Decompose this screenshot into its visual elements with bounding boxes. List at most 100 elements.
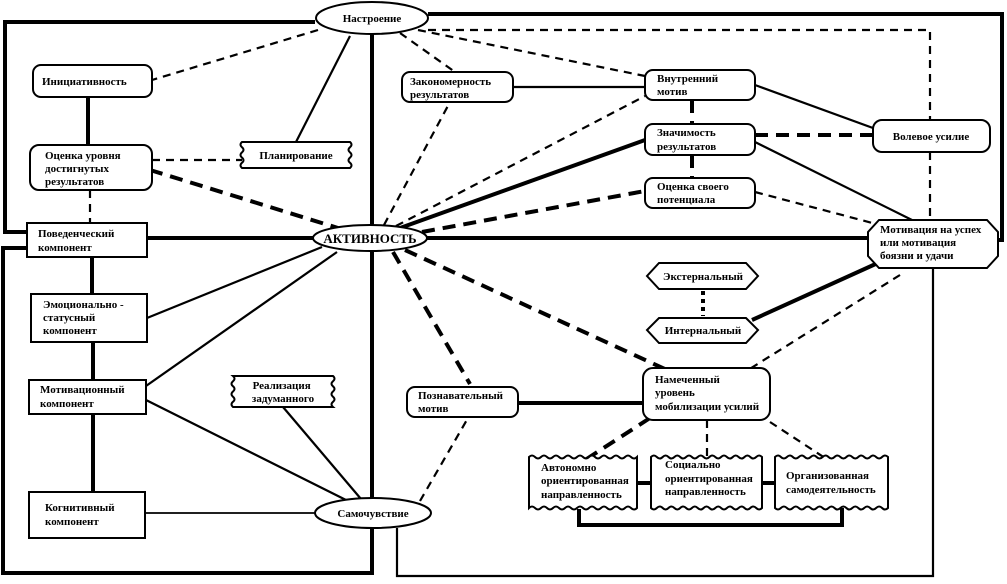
edge-emotsionalno-aktivnost (146, 245, 323, 320)
edge-aktivnost-zakonomernost (383, 101, 451, 226)
edge-motivatsiya-internalny (751, 260, 881, 322)
node-kognitivny: Когнитивный компонент (28, 491, 146, 539)
edge-namechenny-organizovannaya (769, 421, 826, 459)
frame-samochuvstvie-motivatsiya (395, 268, 935, 578)
edges (86, 28, 932, 527)
node-label: Значимость результатов (657, 127, 718, 153)
node-motivatsiya-uspekh: Мотивация на успех или мотивация боязни … (867, 219, 999, 269)
node-shape-rounded (644, 123, 756, 156)
node-shape-wavy (650, 454, 763, 511)
node-nastroenie: Настроение (315, 1, 429, 35)
node-label: Внутренний мотив (657, 73, 721, 98)
edge-motivatsionny-aktivnost (145, 251, 338, 387)
node-shape-rounded (642, 367, 771, 421)
node-label: Инициативность (42, 76, 127, 88)
edge-samochuvstvie-poznavatelny (419, 417, 469, 502)
edge-nastroenie-volevoe-usilie (428, 28, 932, 120)
node-shape-hexagon (645, 262, 760, 290)
node-samochuvstvie: Самочувствие (314, 497, 432, 529)
node-aktivnost: АКТИВНОСТЬ (312, 224, 428, 252)
node-shape-wavy (528, 454, 638, 511)
node-internalny: Интернальный (645, 317, 760, 344)
node-label: Оценка уровня достигнутых результатов (45, 150, 123, 188)
node-shape-rounded (406, 386, 519, 418)
edge-aktivnost-vnutrenniy-motiv (395, 95, 646, 227)
node-label: Познавательный мотив (418, 390, 506, 415)
edge-namechenny-avtonomno (583, 416, 652, 462)
node-otsenka-potentsiala: Оценка своего потенциала (644, 177, 756, 209)
node-label: Когнитивный компонент (45, 502, 117, 528)
node-shape-wavy (230, 375, 336, 408)
node-motivatsionny: Мотивационный компонент (28, 379, 147, 415)
node-label: Самочувствие (337, 508, 408, 520)
edge-aktivnost-otsenka-potentsiala (421, 189, 646, 234)
node-label: Поведенческий компонент (38, 228, 117, 254)
node-avtonomno: Автономно ориентированная направленность (528, 454, 638, 511)
node-label: Социально ориентированная направленность (665, 459, 756, 498)
node-eksternalny: Экстернальный (645, 262, 760, 290)
node-label: Эмоционально - статусный компонент (43, 299, 126, 337)
node-poznavatelny-motiv: Познавательный мотив (406, 386, 519, 418)
edge-vnutrenniy-motiv-volevoe-usilie (754, 83, 874, 130)
frame-nastroenie-povedencheskiy (3, 20, 315, 234)
edge-aktivnost-namechenny (404, 248, 668, 372)
edge-realizatsiya-samochuvstvie (282, 406, 362, 500)
edge-avtonomno-organizovannaya-bracket (577, 508, 844, 527)
node-label: Настроение (343, 13, 402, 25)
node-shape-rounded (644, 69, 756, 101)
node-shape-rounded (32, 64, 153, 98)
node-vnutrenniy-motiv: Внутренний мотив (644, 69, 756, 101)
edge-nastroenie-planirovanie (295, 35, 351, 143)
node-label: Интернальный (665, 325, 742, 337)
node-label: Оценка своего потенциала (657, 181, 732, 206)
node-label: Автономно ориентированная направленность (541, 462, 632, 501)
node-shape-rounded (29, 144, 153, 191)
node-shape-rect (28, 491, 146, 539)
node-label: Мотивационный компонент (40, 384, 127, 410)
edge-znachimost-motivatsiya (754, 141, 913, 221)
node-label: Мотивация на успех или мотивация боязни … (880, 224, 984, 262)
node-sotsialno: Социально ориентированная направленность (650, 454, 763, 511)
node-organizovannaya: Организованная самодеятельность (774, 454, 889, 511)
node-realizatsiya: Реализация задуманного (230, 375, 336, 408)
node-label: Волевое усилие (893, 131, 970, 143)
edge-otsenka-potentsiala-motivatsiya (754, 190, 881, 227)
node-shape-rect (26, 222, 148, 258)
node-label: Организованная самодеятельность (786, 470, 876, 496)
node-shape-ellipse (314, 497, 432, 529)
node-label: Экстернальный (663, 271, 744, 283)
node-label: Закономерность результатов (410, 76, 494, 101)
node-volevoe-usilie: Волевое усилие (872, 119, 991, 153)
node-namechenny-uroven: Намеченный уровень мобилизации усилий (642, 367, 771, 421)
node-label: АКТИВНОСТЬ (323, 231, 416, 246)
node-znachimost: Значимость результатов (644, 123, 756, 156)
node-shape-rounded (401, 71, 514, 103)
node-shape-octagon (867, 219, 999, 269)
node-shape-ellipse (315, 1, 429, 35)
node-shape-rect (30, 293, 148, 343)
node-povedencheskiy: Поведенческий компонент (26, 222, 148, 258)
node-emotsionalno: Эмоционально - статусный компонент (30, 293, 148, 343)
node-shape-hexagon (645, 317, 760, 344)
node-shape-ellipse (312, 224, 428, 252)
node-planirovanie: Планирование (239, 141, 353, 169)
edge-nastroenie-vnutrenniy-motiv (417, 28, 646, 78)
edge-nastroenie-zakonomernost (399, 32, 456, 73)
node-label: Реализация задуманного (252, 380, 315, 405)
edge-aktivnost-znachimost (399, 138, 646, 230)
node-shape-wavy (239, 141, 353, 169)
frame-povedencheskiy-samochuvstvie (1, 246, 374, 575)
node-initsiativnost: Инициативность (32, 64, 153, 98)
edge-nastroenie-initsiativnost (151, 28, 319, 82)
node-zakonomernost: Закономерность результатов (401, 71, 514, 103)
node-label: Планирование (259, 150, 332, 162)
node-shape-rounded (872, 119, 991, 153)
node-otsenka-urovnya: Оценка уровня достигнутых результатов (29, 144, 153, 191)
node-shape-rounded (644, 177, 756, 209)
node-shape-rect (28, 379, 147, 415)
node-shape-wavy (774, 454, 889, 511)
edge-motivatsiya-namechenny (747, 274, 901, 371)
edge-aktivnost-poznavatelny (391, 250, 472, 386)
node-label: Намеченный уровень мобилизации усилий (655, 374, 760, 413)
